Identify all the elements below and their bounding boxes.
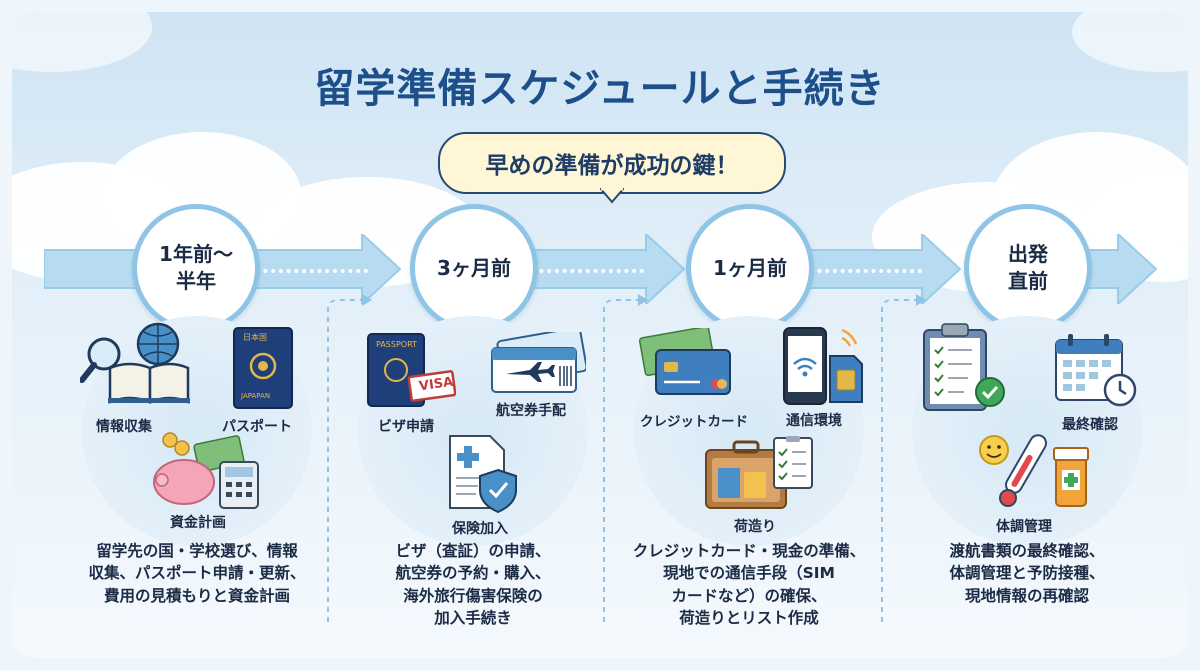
item-label-insurance: 保険加入 [452, 521, 508, 537]
airline-ticket-icon [491, 332, 586, 393]
passport-visa-icon [367, 333, 456, 407]
description-line: クレジットカード・現金の準備、 [632, 542, 866, 560]
badge-line: 3ヶ月前 [437, 255, 511, 280]
description-line: 渡航書類の最終確認、 [949, 542, 1105, 560]
item-label-passport: パスポート [222, 419, 292, 435]
passport-cover-text: 日本国 [243, 333, 267, 342]
stage-panel-3: クレジットカード 通信環境 荷造り クレジットカード・現金の準備、 現地での通信 [614, 312, 884, 627]
dotted-path [802, 269, 922, 273]
infographic-frame: 留学準備スケジュールと手続き 早めの準備が成功の鍵！ 1年前〜 半年 3ヶ月前 … [12, 12, 1188, 658]
badge-line: 直前 [1008, 269, 1048, 293]
description-line: ビザ（査証）の申請、 [395, 542, 551, 560]
description-line: カードなど）の確保、 [671, 586, 827, 605]
suitcase-icon [705, 436, 813, 509]
badge-line: 出発 [1008, 242, 1048, 266]
item-label-ticket: 航空券手配 [496, 403, 566, 419]
item-label-visa: ビザ申請 [378, 419, 434, 435]
stage-badge-2: 3ヶ月前 [410, 204, 538, 332]
description-line: 現地情報の再確認 [964, 586, 1089, 605]
item-label-funds: 資金計画 [170, 515, 226, 531]
passport-icon [233, 327, 293, 409]
callout-tail [600, 188, 624, 204]
callout-bubble: 早めの準備が成功の鍵！ [438, 132, 786, 194]
dashed-connector [603, 294, 648, 622]
smartphone-sim-icon [783, 327, 863, 405]
clipboard-check-icon [923, 323, 1005, 411]
dashed-connector [881, 294, 926, 622]
stage-panel-2: PASSPORT VISA ビザ申請 航空券手配 保険加入 ビザ（査証）の申請、… [338, 312, 608, 627]
piggy-bank-icon [153, 432, 259, 509]
description-line: 荷造りとリスト作成 [679, 609, 819, 628]
badge-line: 1ヶ月前 [713, 255, 787, 280]
insurance-document-icon [449, 435, 517, 514]
description-line: 海外旅行傷害保険の [403, 586, 543, 605]
description-line: 収集、パスポート申請・更新、 [88, 564, 306, 583]
stage-panel-1: 情報収集 日本国 JAPAPAN パスポート 資金計画 留学先の国・学校選び、情… [62, 312, 332, 612]
description-line: 費用の見積もりと資金計画 [103, 586, 290, 605]
callout-text: 早めの準備が成功の鍵！ [485, 153, 739, 179]
magnifier-book-icon [80, 322, 190, 404]
credit-card-icon [638, 328, 731, 395]
item-label-credit-card: クレジットカード [640, 414, 748, 430]
description-line: 体調管理と予防接種、 [949, 564, 1105, 583]
dotted-path [248, 269, 368, 273]
description-line: 留学先の国・学校選び、情報 [96, 542, 298, 560]
stage-description: 渡航書類の最終確認、 体調管理と予防接種、 現地情報の再確認 [902, 540, 1152, 607]
dashed-connector [327, 294, 372, 622]
stage-description: 留学先の国・学校選び、情報 収集、パスポート申請・更新、 費用の見積もりと資金計… [72, 540, 322, 607]
page-title: 留学準備スケジュールと手続き [314, 66, 886, 112]
item-label-final-check: 最終確認 [1062, 417, 1118, 433]
dotted-path [524, 269, 644, 273]
description-line: 航空券の予約・購入、 [395, 564, 551, 583]
item-label-connectivity: 通信環境 [786, 413, 842, 429]
passport-cover-text: JAPAPAN [241, 392, 271, 400]
badge-line: 1年前〜 [159, 242, 233, 266]
description-line: 現地での通信手段（SIM [663, 564, 835, 583]
stage-description: クレジットカード・現金の準備、 現地での通信手段（SIM カードなど）の確保、 … [620, 540, 878, 630]
stage-panel-4: 最終確認 体調管理 渡航書類の最終確認、 体調管理と予防接種、 現地情報の再確認 [892, 312, 1162, 612]
description-line: 加入手続き [434, 609, 512, 628]
stage-description: ビザ（査証）の申請、 航空券の予約・購入、 海外旅行傷害保険の 加入手続き [348, 540, 598, 630]
passport-text: PASSPORT [376, 340, 417, 349]
stage-badge-3: 1ヶ月前 [686, 204, 814, 332]
item-label-info: 情報収集 [96, 419, 152, 435]
health-thermometer-icon [979, 434, 1089, 507]
item-label-health: 体調管理 [996, 519, 1052, 535]
item-label-packing: 荷造り [734, 519, 776, 535]
calendar-clock-icon [1055, 334, 1137, 407]
badge-line: 半年 [176, 269, 216, 293]
